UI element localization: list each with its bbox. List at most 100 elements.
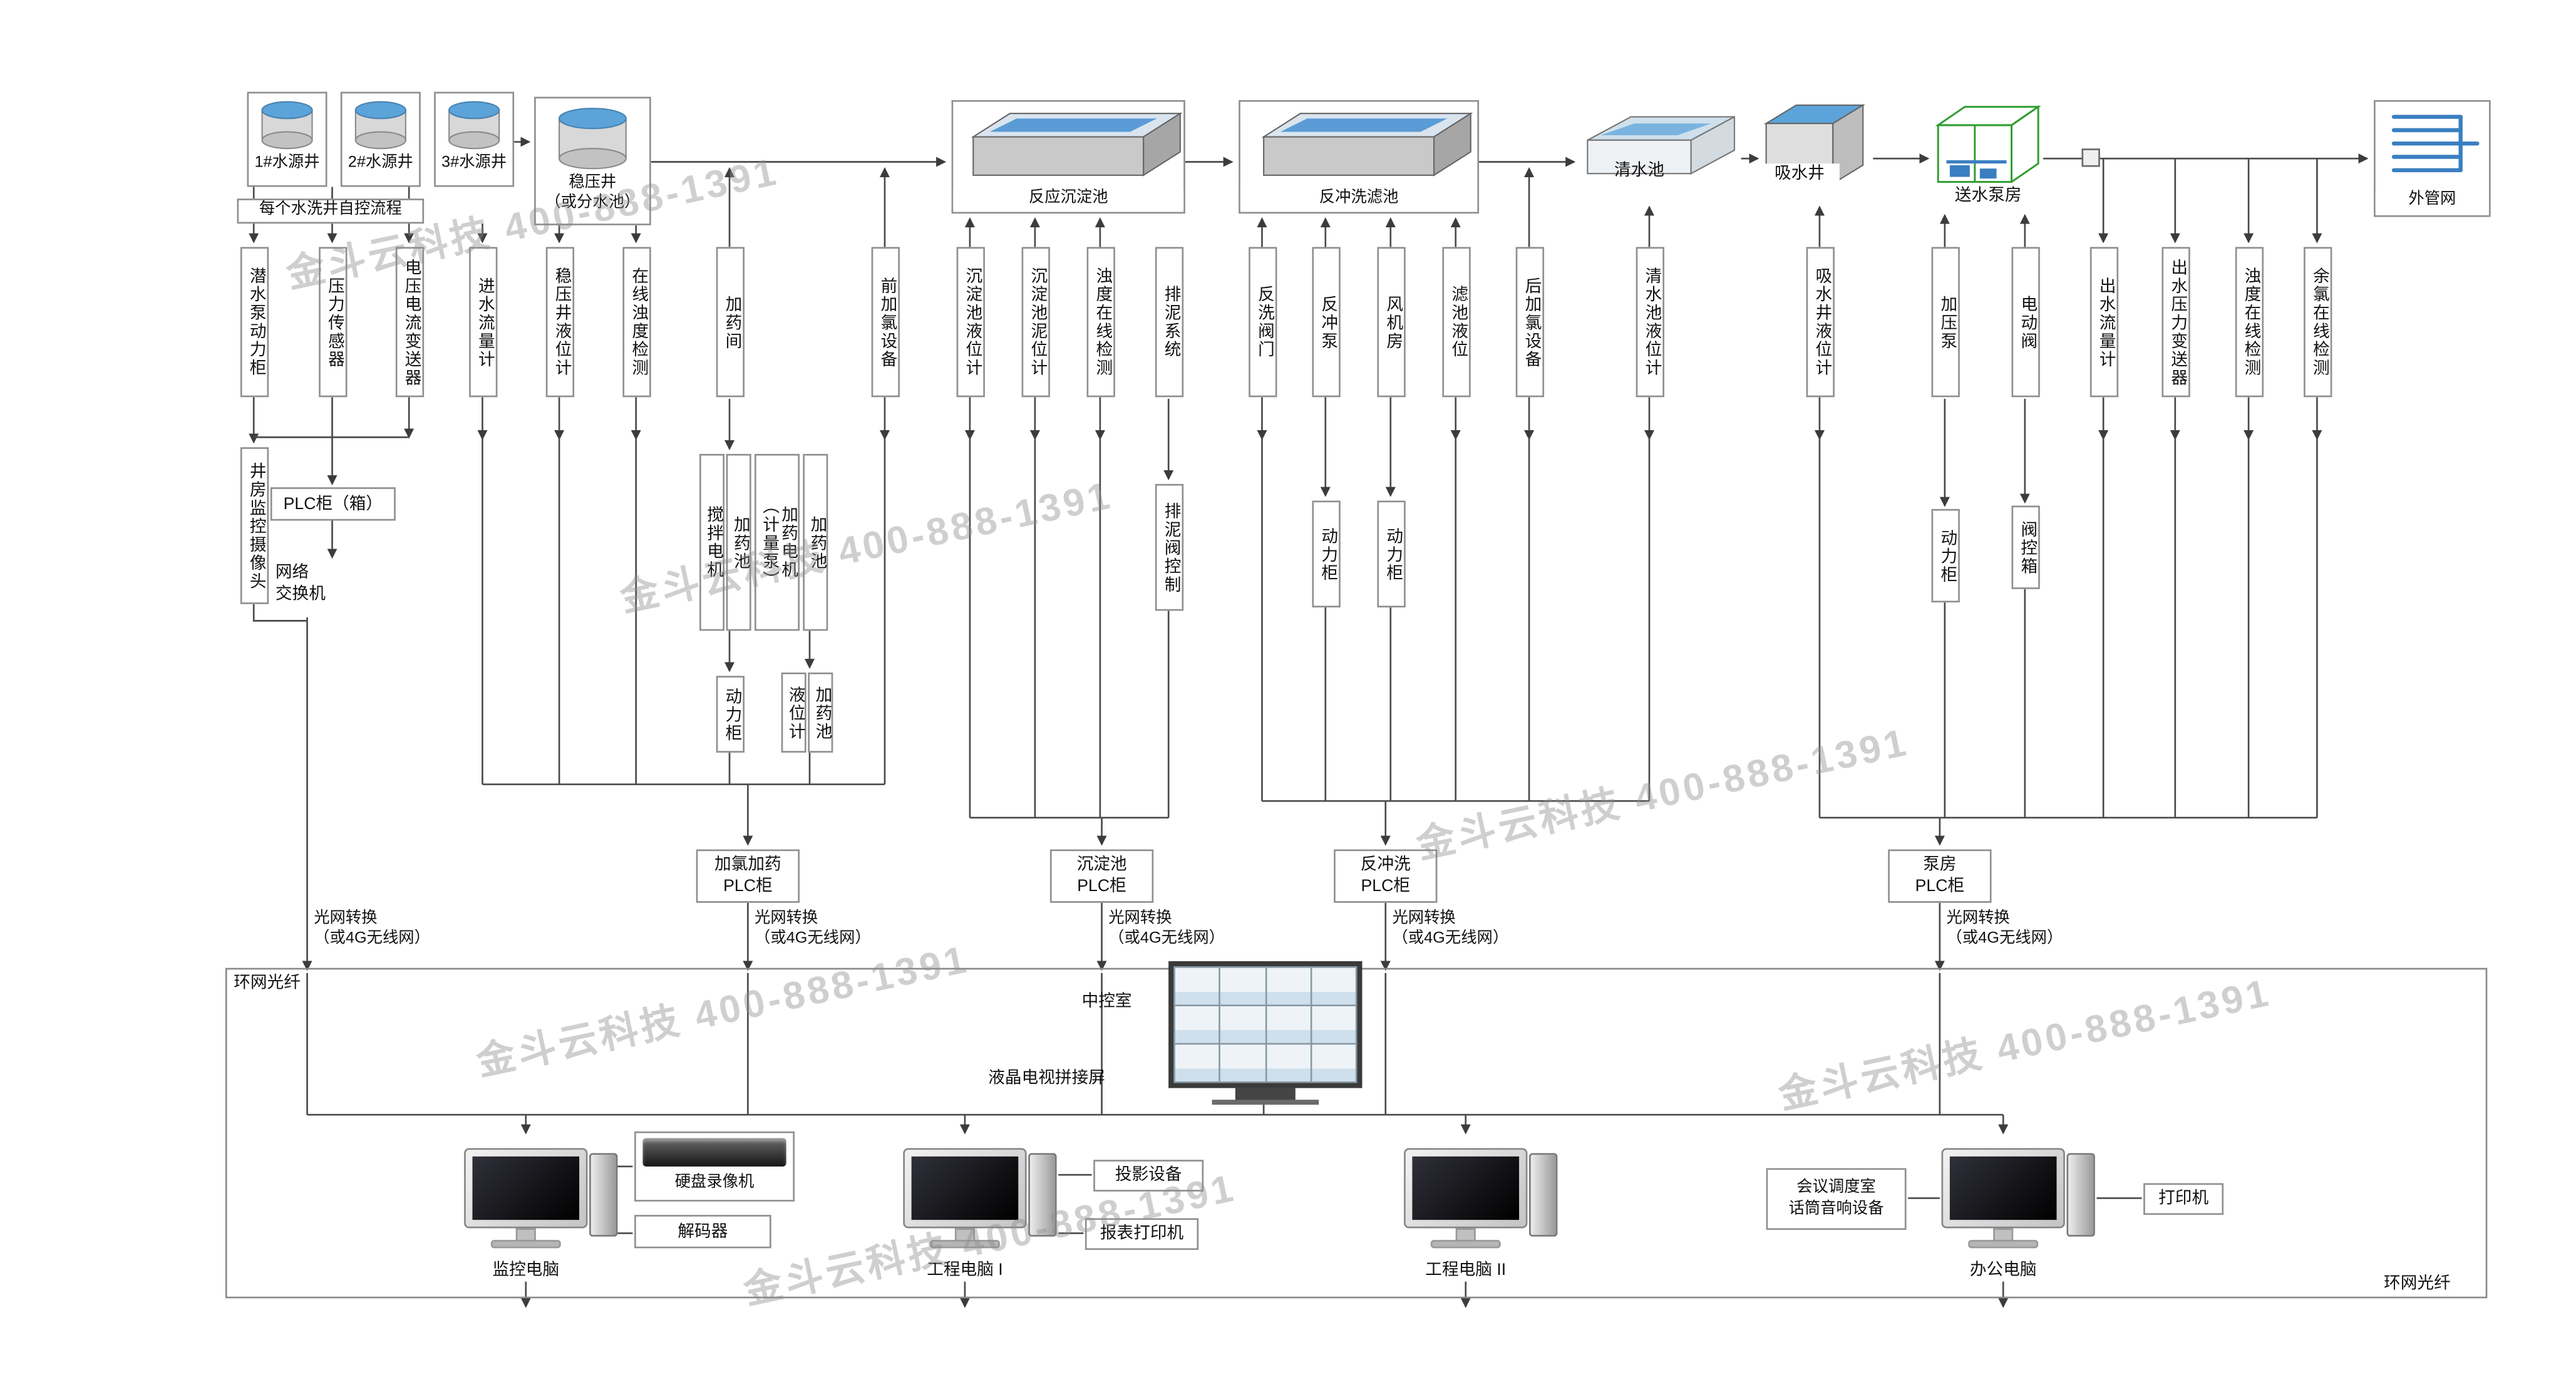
pc-monitor-icon [903, 1148, 1027, 1229]
well-cylinder-icon [261, 101, 313, 150]
backwash-valve: 反洗阀门 [1249, 247, 1277, 398]
dosing-pool-3: 加药池 [808, 672, 833, 753]
net-conversion-label-4: 光网转换 （或4G无线网） [1392, 909, 1509, 949]
office-computer-icon [1941, 1148, 2095, 1259]
dvr-box: 硬盘录像机 [634, 1131, 795, 1202]
pc-tower-icon [589, 1153, 618, 1237]
dosing-pool-1: 加药池 [726, 453, 751, 631]
backwash-filter-tank: 反冲洗滤池 [1239, 100, 1480, 214]
pc-tower-icon [1028, 1153, 1057, 1237]
pc-monitor-icon [1404, 1148, 1528, 1229]
watermark: 金斗云科技 400-888-1391 [1413, 719, 1913, 867]
ring-fiber-label-bottom: 环网光纤 [2384, 1275, 2451, 1294]
printer-box: 打印机 [2143, 1183, 2224, 1215]
pump-house-icon [1935, 105, 2041, 183]
clear-water-pool-icon [1587, 115, 1736, 175]
sensor-turbidity-online-2: 浊度在线检测 [2235, 247, 2264, 398]
office-computer-label: 办公电脑 [1969, 1261, 2037, 1281]
pc-monitor-icon [1941, 1148, 2065, 1229]
control-room-label: 中控室 [1081, 993, 1132, 1011]
well-cylinder-icon [448, 101, 500, 150]
well-2-label: 2#水源井 [348, 153, 413, 172]
external-network-label: 外管网 [2375, 189, 2490, 210]
video-wall-base [1212, 1100, 1319, 1105]
power-cabinet-backwash-pump: 动力柜 [1312, 500, 1341, 608]
net-conversion-label-2: 光网转换 （或4G无线网） [755, 909, 871, 949]
backwash-pump: 反冲泵 [1312, 247, 1341, 398]
level-meter: 液位计 [781, 672, 806, 753]
sensor-volt-current-transmitter: 电压电流变送器 [395, 247, 425, 398]
sensor-sed-tank-level: 沉淀池液位计 [956, 247, 985, 398]
well-2: 2#水源井 [340, 91, 421, 187]
net-conversion-label-3: 光网转换 （或4G无线网） [1108, 909, 1225, 949]
network-switch-label: 网络 交换机 [275, 564, 326, 604]
dosing-motor-metering-pump: 加药电机 （计量泵） [755, 453, 800, 631]
net-conversion-label-5: 光网转换 （或4G无线网） [1946, 909, 2063, 949]
well-1: 1#水源井 [247, 91, 327, 187]
pre-chlorination-equipment: 前加氯设备 [871, 247, 900, 398]
net-conversion-label-1: 光网转换 （或4G无线网） [314, 909, 430, 949]
well-cylinder-icon [559, 108, 627, 170]
well-house-camera: 井房监控摄像头 [240, 447, 269, 604]
sensor-online-turbidity: 在线浊度检测 [622, 247, 651, 398]
ring-fiber-label-top: 环网光纤 [234, 974, 301, 993]
dvr-device-icon [642, 1138, 786, 1167]
report-printer-box: 报表打印机 [1084, 1218, 1199, 1250]
watermark: 金斗云科技 400-888-1391 [616, 473, 1116, 620]
dosing-pool-2: 加药池 [803, 453, 828, 631]
sensor-clear-pool-level: 清水池液位计 [1636, 247, 1665, 398]
video-wall-stand [1235, 1088, 1296, 1101]
monitoring-computer-label: 监控电脑 [492, 1261, 560, 1281]
backwash-filter-label: 反冲洗滤池 [1240, 188, 1478, 209]
sensor-suction-well-level: 吸水井液位计 [1806, 247, 1835, 398]
dvr-label: 硬盘录像机 [674, 1173, 755, 1192]
tank-3d-icon [971, 112, 1183, 177]
sensor-outlet-pressure-transmitter: 出水压力变送器 [2161, 247, 2190, 398]
sensor-inlet-flowmeter: 进水流量计 [469, 247, 498, 398]
suction-well-label: 吸水井 [1759, 163, 1840, 185]
pipe-valve-icon [2081, 148, 2100, 167]
pipe-network-icon [2391, 115, 2480, 173]
pc-monitor-icon [464, 1148, 588, 1229]
sensor-stab-well-level: 稳压井液位计 [545, 247, 575, 398]
external-pipe-network: 外管网 [2374, 100, 2491, 217]
plc-pump-house: 泵房 PLC柜 [1888, 849, 1992, 903]
mud-discharge-system: 排泥系统 [1155, 247, 1184, 398]
valve-control-box: 阀控箱 [2011, 505, 2040, 589]
mixer-motor: 搅拌电机 [699, 453, 725, 631]
power-cabinet-booster-pump: 动力柜 [1931, 508, 1960, 603]
sensor-sed-tank-mud-level: 沉淀池泥位计 [1021, 247, 1050, 398]
reaction-tank-label: 反应沉淀池 [953, 188, 1184, 209]
plc-cabinet-box: PLC柜（箱） [270, 487, 396, 521]
sensor-outlet-flowmeter: 出水流量计 [2089, 247, 2119, 398]
engineering-computer-2-icon [1404, 1148, 1558, 1259]
stabilization-well: 稳压井 （或分水池） [534, 96, 651, 225]
post-chlorination-equipment: 后加氯设备 [1515, 247, 1545, 398]
conference-audio-box: 会议调度室 话筒音响设备 [1766, 1168, 1907, 1230]
well-3: 3#水源井 [434, 91, 515, 187]
mud-valve-control: 排泥阀控制 [1155, 483, 1184, 611]
well-cylinder-icon [354, 101, 406, 150]
fan-room: 风机房 [1377, 247, 1406, 398]
clear-water-pool-label: 清水池 [1614, 162, 1665, 180]
reaction-sedimentation-tank: 反应沉淀池 [951, 100, 1185, 214]
decoder-box: 解码器 [634, 1215, 771, 1249]
well-note: 每个水洗井自控流程 [237, 199, 425, 224]
monitoring-computer-icon [464, 1148, 618, 1259]
well-1-label: 1#水源井 [254, 153, 320, 172]
well-3-label: 3#水源井 [441, 153, 507, 172]
projector-box: 投影设备 [1093, 1160, 1204, 1192]
power-cabinet-fan: 动力柜 [1377, 500, 1406, 608]
power-cabinet-dosing: 动力柜 [716, 676, 745, 753]
video-wall-icon [1168, 961, 1363, 1088]
sensor-submersible-pump-power-cabinet: 潜水泵动力柜 [240, 247, 269, 398]
stabilization-well-label: 稳压井 （或分水池） [545, 173, 641, 212]
engineering-computer-1-label: 工程电脑 I [927, 1261, 1003, 1281]
plc-backwash: 反冲洗 PLC柜 [1334, 849, 1438, 903]
engineering-computer-2-label: 工程电脑 II [1425, 1261, 1507, 1281]
tank-3d-icon [1261, 112, 1473, 177]
booster-pump: 加压泵 [1931, 247, 1960, 398]
filter-tank-level: 滤池液位 [1442, 247, 1471, 398]
video-wall-label: 液晶电视拼接屏 [988, 1070, 1105, 1088]
